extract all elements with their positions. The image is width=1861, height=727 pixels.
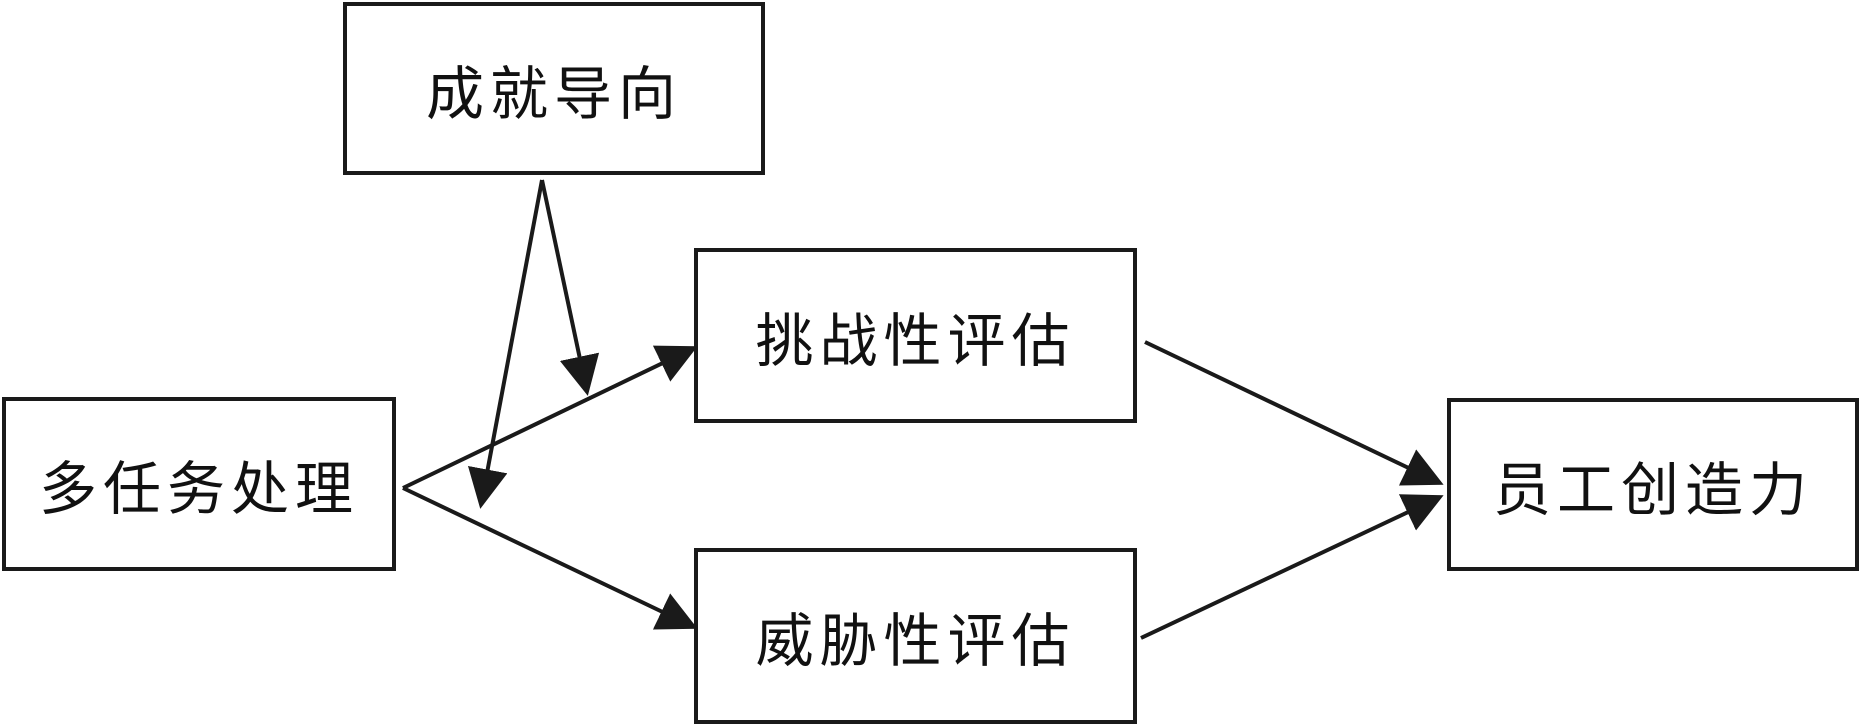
edge-multitask-to-threat <box>402 486 698 630</box>
node-employee-creativity: 员工创造力 <box>1447 398 1859 571</box>
node-challenge-appraisal: 挑战性评估 <box>694 248 1137 423</box>
edge-multitask-to-challenge <box>402 345 698 490</box>
edge-threat-to-creativity <box>1140 494 1444 640</box>
node-achievement-orientation-label: 成就导向 <box>425 59 682 128</box>
node-employee-creativity-label: 员工创造力 <box>1492 455 1813 524</box>
node-threat-appraisal-label: 威胁性评估 <box>755 607 1076 675</box>
node-achievement-orientation: 成就导向 <box>343 2 765 175</box>
edge-challenge-to-creativity <box>1144 340 1444 486</box>
node-challenge-appraisal-label: 挑战性评估 <box>755 306 1076 375</box>
edge-achievement-moderates-challenge-path <box>540 179 600 396</box>
edge-achievement-moderates-threat-path <box>467 179 544 509</box>
node-threat-appraisal: 威胁性评估 <box>694 548 1137 724</box>
node-multitasking-label: 多任务处理 <box>38 455 359 523</box>
node-multitasking: 多任务处理 <box>2 397 396 571</box>
